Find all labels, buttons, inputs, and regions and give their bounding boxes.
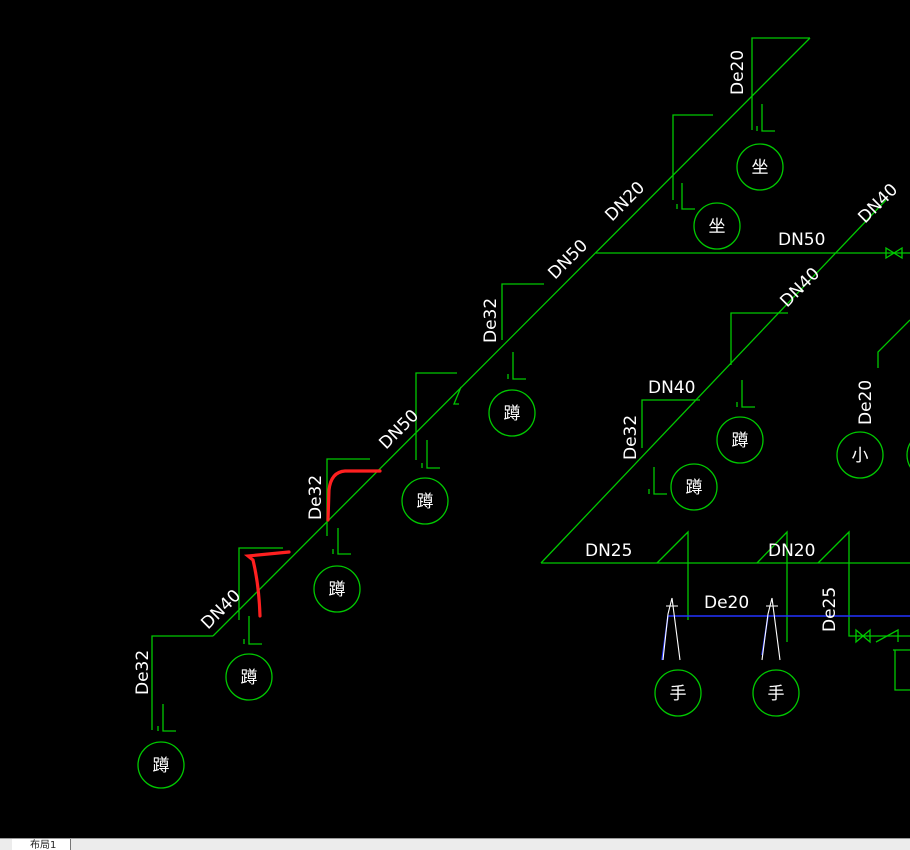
fixture-symbol: 蹲 (504, 404, 521, 424)
fixture-partial (906, 442, 910, 468)
fixture-symbol: 蹲 (732, 431, 749, 451)
tab-layout-1[interactable]: 布局1 (12, 839, 72, 850)
fixture-symbol: 蹲 (241, 668, 258, 688)
pipe-size-label: De20 (704, 593, 749, 613)
branch-pipe (893, 649, 910, 691)
pipe-size-label: DN40 (776, 264, 824, 312)
fixture-symbol: 蹲 (329, 580, 346, 600)
pipe-size-label: DN50 (544, 236, 592, 284)
fixture-dun (225, 653, 273, 701)
fixture-symbol: 手 (670, 684, 687, 704)
branch-pipe (756, 530, 788, 642)
pipe-size-label: De32 (621, 415, 641, 460)
pipe-size-label: DN40 (197, 586, 245, 634)
pipe-size-label: De20 (728, 50, 748, 95)
pipe-size-label: DN40 (854, 180, 902, 228)
branch-pipe (817, 530, 910, 637)
pipe-size-label: De20 (856, 380, 876, 425)
branch-pipe (656, 530, 689, 620)
pipe-size-label: DN50 (778, 230, 825, 250)
faucet-symbols (662, 597, 781, 661)
fixture-dun (401, 477, 449, 525)
tap-stub (676, 183, 695, 210)
markup-stroke (326, 469, 382, 522)
pipe-size-label: De32 (133, 650, 153, 695)
tap-stub (421, 440, 440, 469)
branch-pipe (415, 372, 457, 460)
fixture-symbol: 小 (852, 446, 869, 466)
fixture-symbol: 手 (768, 684, 785, 704)
pipe-size-label: DN40 (648, 378, 695, 398)
fixture-dun (716, 416, 764, 464)
layout-tab-bar: 布局1 (0, 838, 910, 850)
fixture-symbol: 蹲 (686, 478, 703, 498)
second-diagonal-pipe (540, 199, 887, 564)
tap-stub (157, 704, 176, 732)
branch-pipe (730, 312, 788, 365)
markup-stroke (243, 550, 291, 618)
branch-pipe (151, 635, 213, 730)
branch-pipe (238, 547, 283, 620)
tap-stub (332, 528, 351, 555)
valve-symbol (885, 246, 903, 260)
fixture-zuo (736, 143, 784, 191)
tap-stub (756, 104, 775, 132)
pipe-size-label: DN20 (768, 541, 815, 561)
pipe-size-label: DN20 (601, 178, 649, 226)
fixture-shou (654, 669, 702, 717)
main-diagonal-pipe (212, 37, 811, 637)
tap-stub (648, 467, 667, 495)
fixture-symbol: 蹲 (153, 756, 170, 776)
pipe-size-label: De32 (481, 298, 501, 343)
faucet-icon (761, 597, 781, 661)
branch-pipe (641, 399, 700, 448)
slash-mark (453, 386, 462, 405)
blue-branch (661, 615, 910, 661)
branch-pipe (501, 283, 544, 340)
branch-pipe (877, 319, 910, 368)
branch-pipe (672, 114, 713, 200)
fixture-dun (137, 741, 185, 789)
tap-stub (243, 616, 262, 645)
fixture-zuo (693, 202, 741, 250)
pipe-network (151, 37, 910, 732)
faucet-icon (662, 597, 681, 661)
tap-stub (736, 380, 755, 408)
fixture-shou (752, 669, 800, 717)
pipe-size-label: De25 (820, 587, 840, 632)
fixtures (137, 143, 910, 789)
fixture-dun (488, 389, 536, 437)
fixture-xiao (836, 431, 884, 479)
tap-stub (507, 352, 526, 380)
fixture-dun (670, 463, 718, 511)
fixture-symbol: 坐 (709, 217, 726, 237)
red-markup (243, 469, 382, 618)
fixture-dun (313, 565, 361, 613)
fixture-labels: 坐 坐 蹲 蹲 蹲 蹲 蹲 蹲 蹲 小 手 手 (153, 158, 869, 776)
valve-symbol (875, 628, 899, 643)
pipe-size-label: DN25 (585, 541, 632, 561)
fixture-symbol: 蹲 (417, 492, 434, 512)
fixture-symbol: 坐 (752, 158, 769, 178)
pipe-size-label: De32 (306, 475, 326, 520)
valve-symbol (855, 628, 871, 644)
